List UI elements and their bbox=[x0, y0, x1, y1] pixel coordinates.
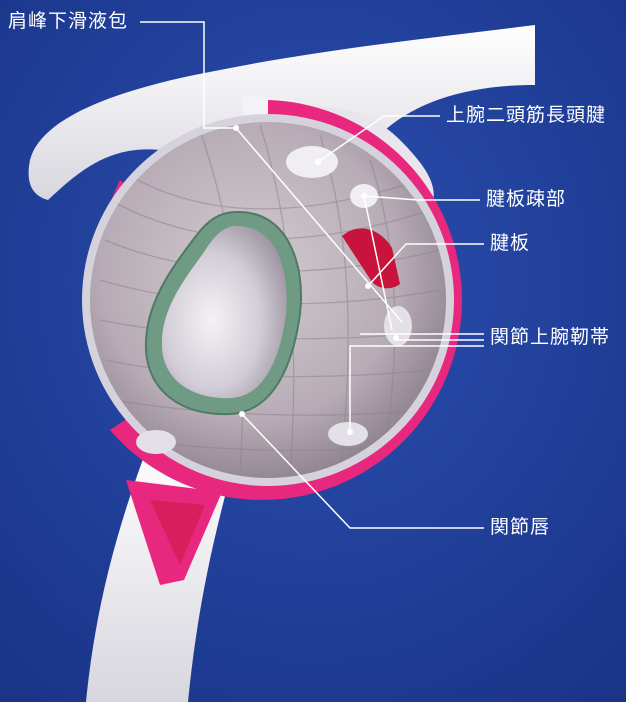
label-glenohumeral-ligament: 関節上腕靭帯 bbox=[490, 328, 610, 347]
label-subacromial-bursa: 肩峰下滑液包 bbox=[8, 12, 128, 31]
label-rotator-interval: 腱板疎部 bbox=[486, 190, 566, 209]
label-glenoid-labrum: 関節唇 bbox=[490, 518, 550, 537]
label-rotator-cuff: 腱板 bbox=[490, 234, 530, 253]
label-biceps-long-head: 上腕二頭筋長頭腱 bbox=[446, 106, 606, 125]
biceps-tendon bbox=[286, 146, 338, 178]
